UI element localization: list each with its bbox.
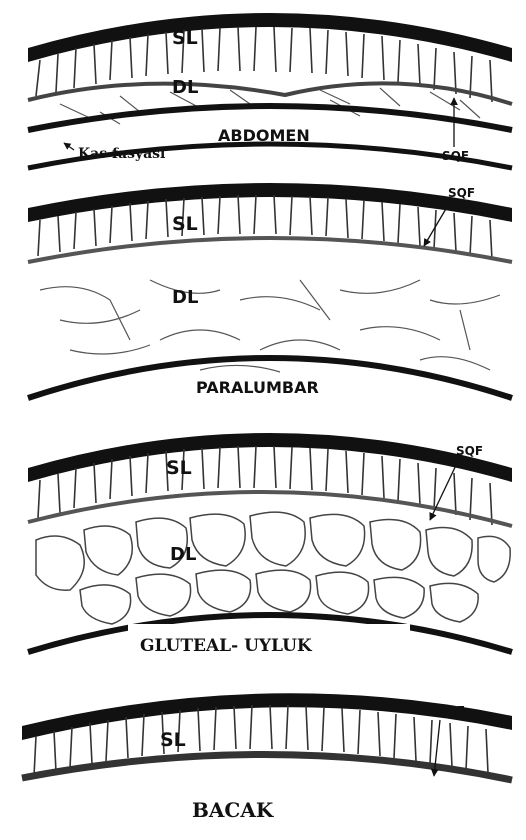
panel-abdomen: SL DL ABDOMEN SQF Kas fasyası	[28, 13, 512, 168]
label-dl: DL	[170, 544, 196, 565]
label-sqf: SQF	[438, 704, 465, 718]
label-sl: SL	[166, 457, 192, 479]
label-dl: DL	[172, 77, 198, 98]
panel-title: PARALUMBAR	[196, 378, 319, 397]
label-muscle-fascia: Kas fasyası	[78, 146, 165, 162]
label-sl: SL	[160, 729, 186, 751]
muscle-fascia-line	[22, 754, 512, 780]
superficial-fascia-line	[28, 83, 512, 104]
dermis-band	[28, 13, 512, 62]
panel-gluteal: SL DL GLUTEAL- UYLUK SQF	[28, 433, 512, 662]
muscle-fascia-pointer-arrow	[64, 143, 74, 150]
dermis-band	[28, 433, 512, 482]
panel-bacak: SL BACAK SQF	[22, 693, 512, 822]
panel-title: ABDOMEN	[218, 126, 310, 145]
label-sqf: SQF	[448, 186, 475, 200]
label-sqf: SQF	[456, 444, 483, 458]
deep-layer-septa	[36, 512, 510, 624]
panel-paralumbar: SL DL PARALUMBAR SQF	[28, 183, 512, 398]
label-sl: SL	[172, 213, 198, 235]
superficial-fascia-line	[28, 492, 512, 526]
superficial-fascia-line	[28, 238, 512, 262]
label-sl: SL	[172, 27, 198, 49]
dermis-band	[28, 183, 512, 222]
label-sqf: SQF	[442, 149, 469, 163]
label-dl: DL	[172, 287, 198, 308]
panel-title: GLUTEAL- UYLUK	[140, 636, 313, 656]
panel-title: BACAK	[192, 798, 274, 822]
